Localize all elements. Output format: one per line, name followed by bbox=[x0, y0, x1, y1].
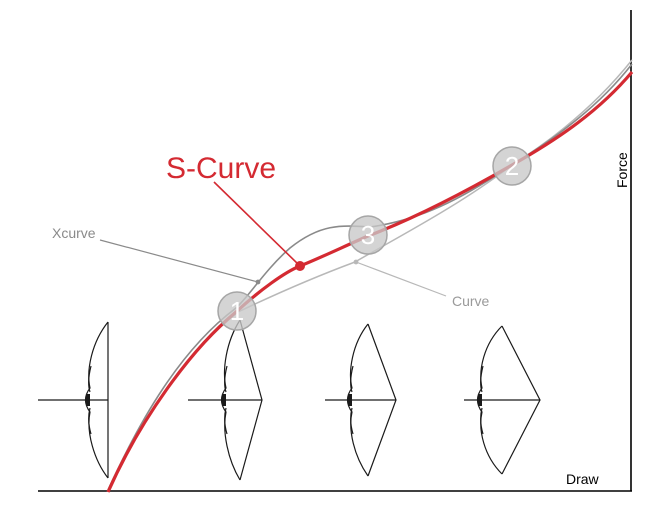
marker-3-label: 3 bbox=[361, 220, 375, 250]
bow-half-draw-icon bbox=[325, 323, 397, 477]
bow-full-draw-icon bbox=[464, 325, 541, 475]
s-curve-leader bbox=[213, 181, 301, 267]
s-curve-line bbox=[106, 70, 634, 493]
marker-3: 3 bbox=[348, 215, 388, 255]
marker-2-label: 2 bbox=[505, 151, 519, 181]
s-curve-title: S-Curve bbox=[166, 152, 276, 185]
bow-partial-draw-icon bbox=[188, 319, 263, 481]
marker-1: 1 bbox=[217, 291, 257, 331]
xcurve-leader bbox=[99, 239, 259, 283]
bow-brace-icon bbox=[38, 321, 109, 479]
xcurve-leader-dot bbox=[255, 279, 261, 285]
curve-label: Curve bbox=[452, 293, 490, 309]
marker-1-label: 1 bbox=[230, 296, 244, 326]
marker-2: 2 bbox=[492, 146, 532, 186]
s-curve-leader-dot bbox=[295, 261, 305, 271]
xcurve-label: Xcurve bbox=[52, 225, 96, 241]
curve-leader bbox=[355, 261, 447, 297]
curve-line bbox=[107, 59, 633, 491]
curve-leader-dot bbox=[353, 259, 359, 265]
draw-axis-label: Draw bbox=[566, 471, 600, 487]
force-axis-label: Force bbox=[614, 152, 630, 188]
xcurve-line bbox=[107, 63, 633, 491]
